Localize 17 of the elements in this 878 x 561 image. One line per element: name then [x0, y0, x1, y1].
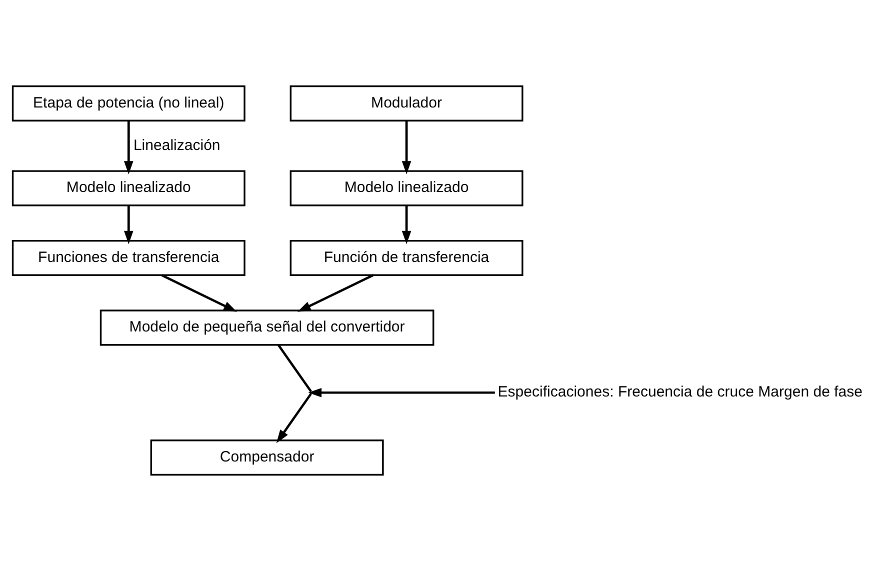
- node-box: Modelo de pequeña señal del convertidor: [100, 310, 434, 346]
- node-box: Modelo linealizado: [290, 170, 524, 206]
- arrow: [161, 274, 237, 312]
- arrow: [124, 120, 134, 174]
- edge-label: Linealización: [133, 136, 220, 154]
- arrow: [124, 206, 134, 244]
- node-box: Funciones de transferencia: [12, 240, 246, 276]
- arrow: [402, 206, 412, 244]
- node-box: Compensador: [150, 440, 384, 476]
- node-box: Función de transferencia: [290, 240, 524, 276]
- node-box: Etapa de potencia (no lineal): [12, 85, 246, 122]
- arrow: [297, 274, 374, 312]
- node-box: Modulador: [290, 85, 524, 122]
- node-text: Especificaciones: Frecuencia de cruce Margen de fase: [498, 384, 863, 401]
- node-box: Modelo linealizado: [12, 170, 246, 206]
- arrow: [402, 120, 412, 174]
- arrow: [276, 344, 322, 444]
